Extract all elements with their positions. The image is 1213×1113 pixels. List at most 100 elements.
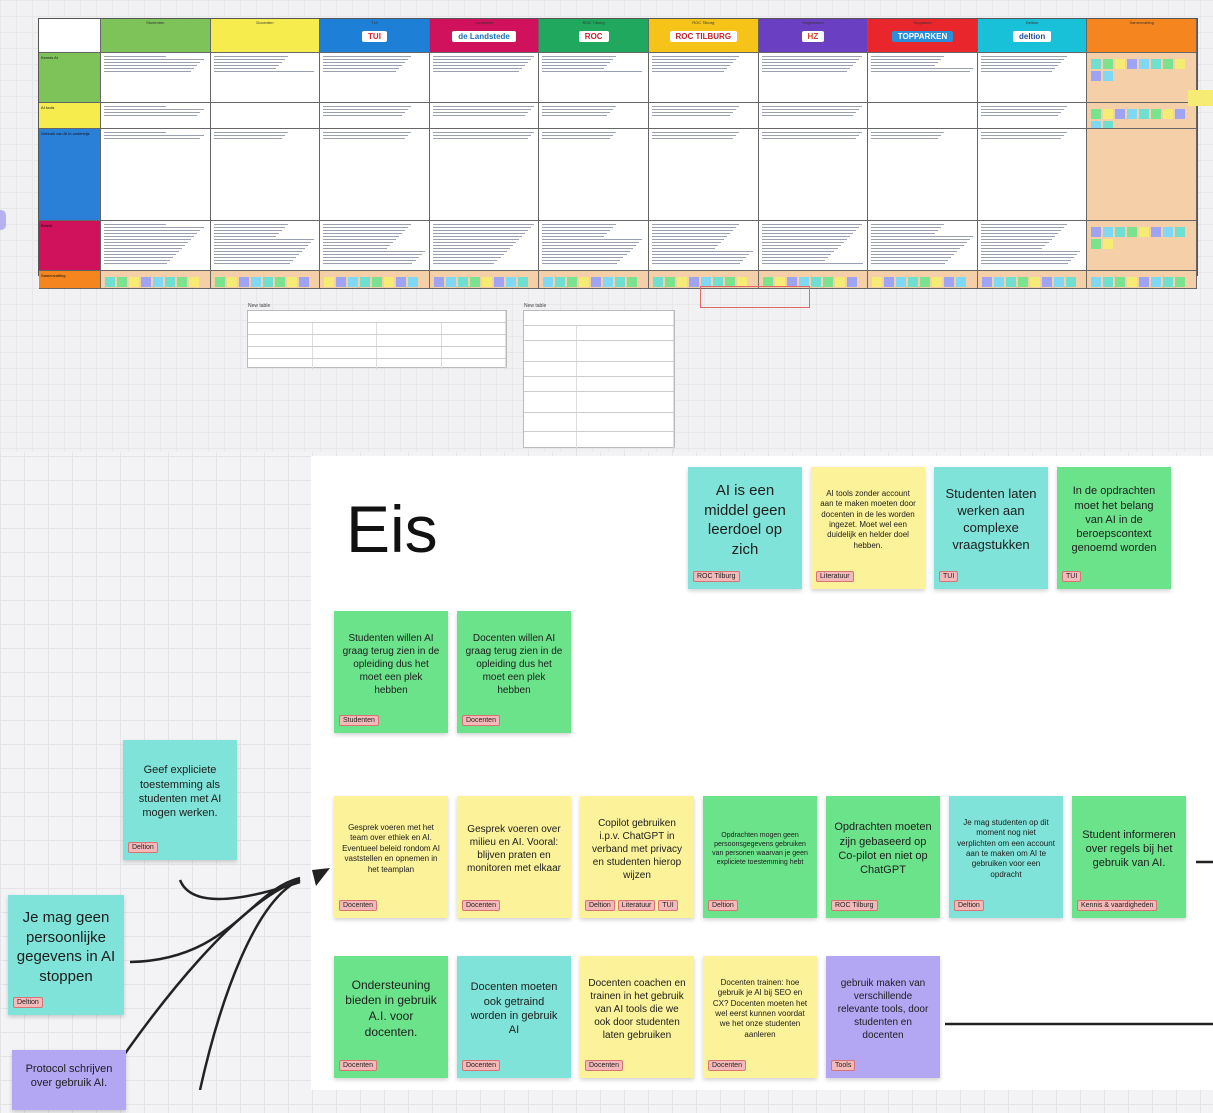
sticky-note[interactable]: Je mag geen persoonlijke gegevens in AI … [8, 895, 124, 1015]
matrix-cell[interactable] [210, 103, 321, 129]
row-header[interactable]: AI tools [39, 103, 101, 129]
column-header[interactable]: Samenvatting [1087, 19, 1197, 53]
summary-cell[interactable] [1087, 53, 1197, 103]
matrix-cell[interactable] [539, 53, 649, 103]
sticky-tag[interactable]: TUI [939, 571, 959, 582]
matrix-cell[interactable] [320, 129, 430, 221]
matrix-cell[interactable] [320, 53, 430, 103]
sticky-tag[interactable]: Deltion [585, 900, 615, 911]
matrix-cell[interactable] [210, 129, 321, 221]
sticky-tag[interactable]: Tools [831, 1060, 856, 1071]
sticky-tag[interactable]: ROC Tilburg [831, 900, 878, 911]
matrix-cell[interactable] [210, 53, 321, 103]
matrix-cell[interactable] [868, 271, 978, 289]
column-header[interactable]: Docenten [210, 19, 321, 53]
row-header[interactable]: Gebruik van AI in onderwijs [39, 129, 101, 221]
column-header[interactable]: Studenten [101, 19, 211, 53]
sticky-note[interactable]: Protocol schrijven over gebruik AI. [12, 1050, 126, 1110]
sticky-note[interactable]: Geef expliciete toestemming als studente… [123, 740, 237, 860]
sticky-note[interactable]: In de opdrachten moet het belang van AI … [1057, 467, 1171, 589]
sticky-note[interactable]: Docenten trainen: hoe gebruik je AI bij … [703, 956, 817, 1078]
matrix-cell[interactable] [539, 103, 649, 129]
matrix-cell[interactable] [429, 271, 540, 289]
sticky-note[interactable]: Opdrachten mogen geen persoonsgegevens g… [703, 796, 817, 918]
row-header[interactable]: Samenvatting [39, 271, 101, 289]
sticky-note[interactable]: Studenten laten werken aan complexe vraa… [934, 467, 1048, 589]
sticky-note[interactable]: Copilot gebruiken i.p.v. ChatGPT in verb… [580, 796, 694, 918]
summary-cell[interactable] [1087, 271, 1197, 289]
matrix-cell[interactable] [758, 103, 869, 129]
matrix-cell[interactable] [320, 103, 430, 129]
sticky-note[interactable]: Ondersteuning bieden in gebruik A.I. voo… [334, 956, 448, 1078]
sticky-note[interactable]: Opdrachten moeten zijn gebaseerd op Co-p… [826, 796, 940, 918]
matrix-cell[interactable] [977, 271, 1088, 289]
matrix-cell[interactable] [429, 53, 540, 103]
sticky-tag[interactable]: Literatuur [816, 571, 854, 582]
matrix-cell[interactable] [868, 221, 978, 271]
matrix-cell[interactable] [977, 221, 1088, 271]
matrix-cell[interactable] [977, 53, 1088, 103]
sticky-note[interactable]: Gesprek voeren over milieu en AI. Vooral… [457, 796, 571, 918]
matrix-cell[interactable] [648, 271, 759, 289]
summary-cell[interactable] [1087, 103, 1197, 129]
sticky-tag[interactable]: Docenten [462, 900, 500, 911]
matrix-cell[interactable] [648, 53, 759, 103]
sticky-tag[interactable]: Deltion [954, 900, 984, 911]
sticky-note[interactable]: Docenten coachen en trainen in het gebru… [580, 956, 694, 1078]
sticky-note[interactable]: Docenten willen AI graag terug zien in d… [457, 611, 571, 733]
matrix-cell[interactable] [101, 221, 211, 271]
matrix-cell[interactable] [210, 221, 321, 271]
sticky-tag[interactable]: Docenten [339, 900, 377, 911]
matrix-cell[interactable] [648, 221, 759, 271]
matrix-cell[interactable] [320, 271, 430, 289]
sticky-tag[interactable]: Deltion [13, 997, 43, 1008]
matrix-cell[interactable] [539, 221, 649, 271]
matrix-cell[interactable] [101, 53, 211, 103]
sticky-tag[interactable]: Docenten [462, 715, 500, 726]
row-header[interactable]: Kennis AI [39, 53, 101, 103]
sticky-note[interactable]: Docenten moeten ook getraind worden in g… [457, 956, 571, 1078]
sticky-tag[interactable]: TUI [658, 900, 678, 911]
matrix-cell[interactable] [101, 271, 211, 289]
matrix-cell[interactable] [868, 103, 978, 129]
matrix-cell[interactable] [539, 129, 649, 221]
matrix-cell[interactable] [758, 221, 869, 271]
sticky-tag[interactable]: Literatuur [617, 900, 656, 911]
matrix-cell[interactable] [758, 271, 869, 289]
matrix-cell[interactable] [977, 103, 1088, 129]
matrix-cell[interactable] [101, 129, 211, 221]
sticky-tag[interactable]: Studenten [339, 715, 379, 726]
sticky-tag[interactable]: ROC Tilburg [693, 571, 740, 582]
matrix-cell[interactable] [429, 103, 540, 129]
matrix-cell[interactable] [429, 221, 540, 271]
sticky-note[interactable]: Gesprek voeren met het team over ethiek … [334, 796, 448, 918]
matrix-cell[interactable] [320, 221, 430, 271]
matrix-cell[interactable] [758, 53, 869, 103]
matrix-cell[interactable] [210, 271, 321, 289]
sticky-tag[interactable]: Docenten [585, 1060, 623, 1071]
matrix-cell[interactable] [758, 129, 869, 221]
sticky-tag[interactable]: Docenten [708, 1060, 746, 1071]
row-header[interactable]: Beleid [39, 221, 101, 271]
matrix-cell[interactable] [868, 129, 978, 221]
matrix-cell[interactable] [429, 129, 540, 221]
sticky-note[interactable]: Student informeren over regels bij het g… [1072, 796, 1186, 918]
table-dimensions[interactable]: New table [523, 303, 675, 452]
sticky-note[interactable]: Studenten willen AI graag terug zien in … [334, 611, 448, 733]
matrix-cell[interactable] [977, 129, 1088, 221]
sticky-tag[interactable]: TUI [1062, 571, 1082, 582]
sticky-tag[interactable]: Deltion [128, 842, 158, 853]
sticky-tag[interactable]: Docenten [339, 1060, 377, 1071]
matrix-cell[interactable] [101, 103, 211, 129]
sticky-note[interactable]: gebruik maken van verschillende relevant… [826, 956, 940, 1078]
